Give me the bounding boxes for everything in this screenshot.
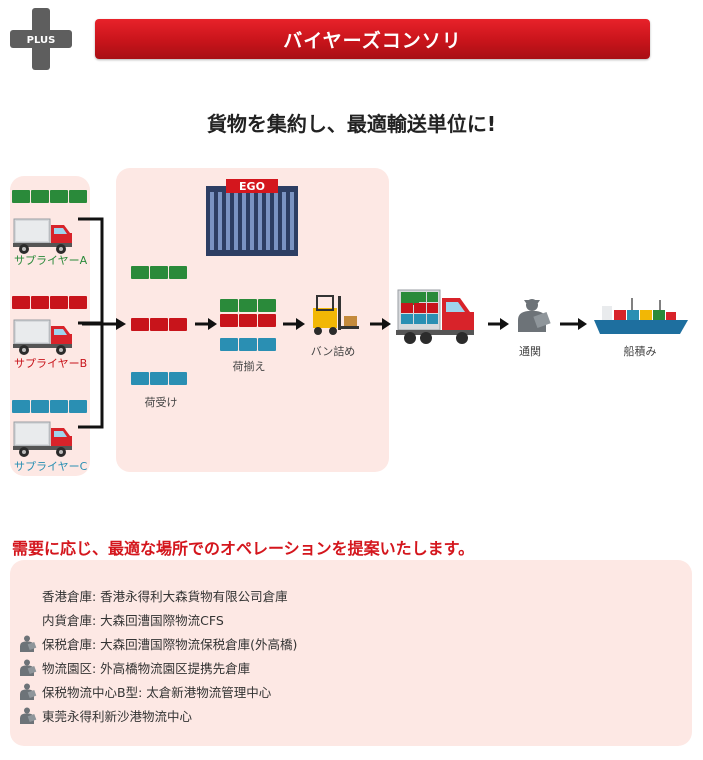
supplier-c-boxes — [12, 400, 87, 413]
label-customs: 通関 — [519, 345, 541, 358]
receiving-red-boxes — [131, 318, 187, 331]
list-item: 香港倉庫: 香港永得利大森貨物有限公司倉庫 — [16, 583, 676, 607]
list-item: 東莞永得利新沙港物流中心 — [16, 703, 676, 727]
supplier-a-boxes — [12, 190, 87, 203]
forklift-icon — [313, 295, 359, 335]
customs-officer-icon — [20, 659, 37, 676]
warehouse-building-icon: EGO — [206, 179, 298, 256]
arrow-to-vanning — [283, 318, 305, 330]
customs-officer-icon — [518, 299, 551, 332]
label-receiving: 荷受け — [145, 396, 178, 409]
banner-title: バイヤーズコンソリ — [283, 29, 462, 52]
list-item-text: 保税物流中心B型: 太倉新港物流管理中心 — [42, 684, 272, 700]
sorting-stacked-boxes — [220, 299, 276, 351]
customs-officer-icon — [20, 635, 37, 652]
label-vanning: バン詰め — [311, 344, 356, 358]
location-list-panel — [10, 560, 692, 746]
arrow-to-container-truck — [370, 318, 391, 330]
list-item-text: 東莞永得利新沙港物流中心 — [42, 708, 193, 724]
flow-diagram: EGO 荷受け 荷揃え バン詰め — [12, 179, 688, 458]
plus-badge: PLUS — [10, 8, 72, 70]
arrow-into-warehouse — [82, 318, 126, 330]
warehouse-sign: EGO — [239, 180, 265, 193]
list-item: 保税倉庫: 大森回漕国際物流保税倉庫(外高橋) — [16, 631, 676, 655]
arrow-to-ship — [560, 318, 587, 330]
customs-officer-icon — [20, 707, 37, 724]
list-item-text: 保税倉庫: 大森回漕国際物流保税倉庫(外高橋) — [42, 636, 298, 652]
arrow-to-customs — [488, 318, 509, 330]
label-supplier-b: サプライヤーB — [14, 357, 88, 370]
plus-badge-text: PLUS — [27, 35, 56, 46]
supplier-b-truck-icon — [12, 319, 73, 356]
section2-title: 需要に応じ、最適な場所でのオペレーションを提案いたします。 — [12, 539, 475, 558]
list-item: 保税物流中心B型: 太倉新港物流管理中心 — [16, 679, 676, 703]
label-loading: 船積み — [624, 344, 657, 358]
supplier-a-truck-icon — [12, 218, 73, 255]
receiving-blue-boxes — [131, 372, 187, 385]
supplier-b-boxes — [12, 296, 87, 309]
location-list: 香港倉庫: 香港永得利大森貨物有限公司倉庫 内貨倉庫: 大森回漕国際物流CFS … — [16, 583, 676, 727]
list-item-text: 物流園区: 外高橋物流園区提携先倉庫 — [42, 660, 251, 676]
list-item: 物流園区: 外高橋物流園区提携先倉庫 — [16, 655, 676, 679]
title-banner: バイヤーズコンソリ — [95, 19, 650, 59]
supplier-c-truck-icon — [12, 421, 73, 458]
container-truck-icon — [396, 289, 474, 344]
container-ship-icon — [594, 298, 688, 334]
label-supplier-c: サプライヤーC — [14, 460, 88, 473]
list-item-text: 内貨倉庫: 大森回漕国際物流CFS — [42, 612, 224, 628]
arrow-to-sorting — [195, 318, 217, 330]
receiving-green-boxes — [131, 266, 187, 279]
customs-officer-icon — [20, 683, 37, 700]
label-sorting: 荷揃え — [233, 360, 266, 373]
label-supplier-a: サプライヤーA — [14, 254, 88, 267]
list-item-text: 香港倉庫: 香港永得利大森貨物有限公司倉庫 — [42, 588, 288, 604]
headline: 貨物を集約し、最適輸送単位に! — [206, 112, 497, 136]
list-item: 内貨倉庫: 大森回漕国際物流CFS — [16, 607, 676, 631]
